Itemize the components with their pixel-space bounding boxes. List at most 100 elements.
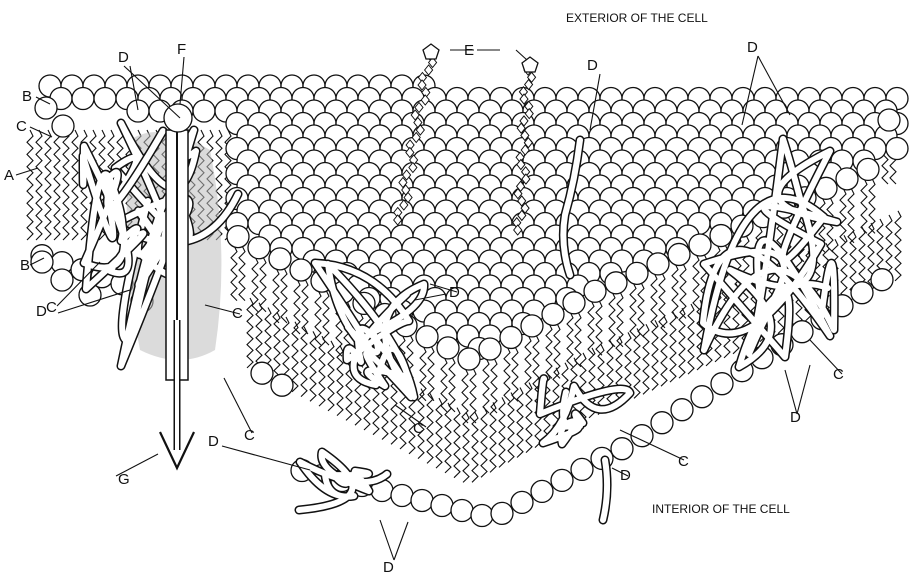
- label-a: A: [4, 167, 14, 184]
- protein-tail-bottom: [603, 460, 607, 520]
- leader-line: [16, 168, 38, 175]
- label-c-left: C: [46, 299, 57, 316]
- label-c-mid-left: C: [232, 305, 243, 322]
- lipid-head: [626, 262, 648, 284]
- lipid-head: [251, 362, 273, 384]
- lipid-head: [127, 100, 149, 122]
- label-d-bottom-right: D: [620, 467, 631, 484]
- leader-line: [222, 446, 310, 470]
- lipid-tail: [651, 273, 657, 328]
- lipid-head: [290, 259, 312, 281]
- label-d-right: D: [790, 409, 801, 426]
- lipid-head: [710, 225, 732, 247]
- lipid-head: [886, 138, 908, 160]
- lipid-head: [416, 326, 438, 348]
- lipid-tail: [575, 312, 581, 367]
- lipid-head: [491, 502, 513, 524]
- lipid-tail: [436, 398, 442, 468]
- lipid-tail: [546, 323, 552, 378]
- lipid-tail: [670, 312, 676, 382]
- label-c-bottom-left: C: [244, 427, 255, 444]
- lipid-head: [35, 97, 57, 119]
- lipid-head: [791, 321, 813, 343]
- protein-chain-fill: [299, 452, 387, 510]
- lipid-head: [711, 373, 733, 395]
- lipid-tail: [490, 402, 496, 472]
- sugar-head-left: [423, 44, 439, 59]
- lipid-head: [271, 374, 293, 396]
- label-c-bottom-right: C: [678, 453, 689, 470]
- lipid-head: [227, 226, 249, 248]
- leader-line: [785, 370, 797, 414]
- lipid-tail: [72, 130, 78, 240]
- lipid-head: [479, 338, 501, 360]
- label-d-center: D: [449, 284, 460, 301]
- lipid-tail: [27, 130, 33, 240]
- lipid-head: [647, 253, 669, 275]
- lipid-tail: [526, 383, 532, 453]
- lipid-tail: [463, 412, 469, 482]
- lipid-tail: [588, 300, 594, 355]
- lipid-head: [51, 269, 73, 291]
- lipid-tail: [652, 320, 658, 390]
- lipid-tail: [638, 282, 644, 337]
- lipid-head: [471, 505, 493, 527]
- lipid-head: [411, 490, 433, 512]
- lipid-head: [391, 485, 413, 507]
- lipid-head: [651, 412, 673, 434]
- label-g: G: [118, 471, 130, 488]
- lipid-head: [500, 326, 522, 348]
- lipid-tail: [328, 341, 334, 411]
- lipid-tail: [310, 331, 316, 401]
- lipid-head: [691, 386, 713, 408]
- lipid-head: [521, 315, 543, 337]
- lipid-head: [671, 399, 693, 421]
- lipid-tail: [580, 353, 586, 423]
- lipid-head: [571, 458, 593, 480]
- lipid-tail: [427, 393, 433, 463]
- lipid-head: [94, 88, 116, 110]
- lipid-tail: [567, 312, 573, 367]
- leader-line: [516, 50, 527, 60]
- protein-chain-fill: [540, 379, 630, 444]
- lipid-head: [531, 480, 553, 502]
- lipid-tail: [36, 130, 42, 240]
- lipid-tail: [643, 324, 649, 394]
- lipid-head: [878, 109, 900, 131]
- lipid-tail: [231, 246, 237, 301]
- lipid-tail: [693, 254, 699, 309]
- lipid-tail: [63, 130, 69, 240]
- lipid-tail: [659, 273, 665, 328]
- lipid-tail: [679, 308, 685, 378]
- lipid-tail: [517, 388, 523, 458]
- lipid-tail: [508, 392, 514, 462]
- label-b-bottom: B: [20, 257, 30, 274]
- lipid-tail: [499, 397, 505, 467]
- lipid-head: [584, 280, 606, 302]
- lipid-tail: [260, 257, 266, 312]
- lipid-tail: [840, 188, 846, 243]
- lipid-head: [269, 248, 291, 270]
- leader-line: [797, 365, 810, 414]
- lipid-head: [611, 438, 633, 460]
- lipid-tail: [895, 211, 901, 281]
- lipid-tail: [470, 368, 476, 423]
- sugar-head-right: [522, 57, 538, 72]
- lipid-tail: [337, 346, 343, 416]
- lipid-head: [851, 282, 873, 304]
- lipid-tail: [302, 279, 308, 334]
- label-b-top: B: [22, 88, 32, 105]
- label-d-top-middle: D: [587, 57, 598, 74]
- lipid-head: [563, 292, 585, 314]
- lipid-tail: [54, 130, 60, 240]
- lipid-head: [668, 243, 690, 265]
- lipid-tail: [672, 263, 678, 318]
- lipid-head: [52, 115, 74, 137]
- label-d-bottom: D: [383, 559, 394, 574]
- lipid-head: [605, 272, 627, 294]
- label-c-center: C: [413, 420, 424, 437]
- lipid-head: [248, 237, 270, 259]
- lipid-tail: [449, 357, 455, 412]
- label-d-left: D: [36, 303, 47, 320]
